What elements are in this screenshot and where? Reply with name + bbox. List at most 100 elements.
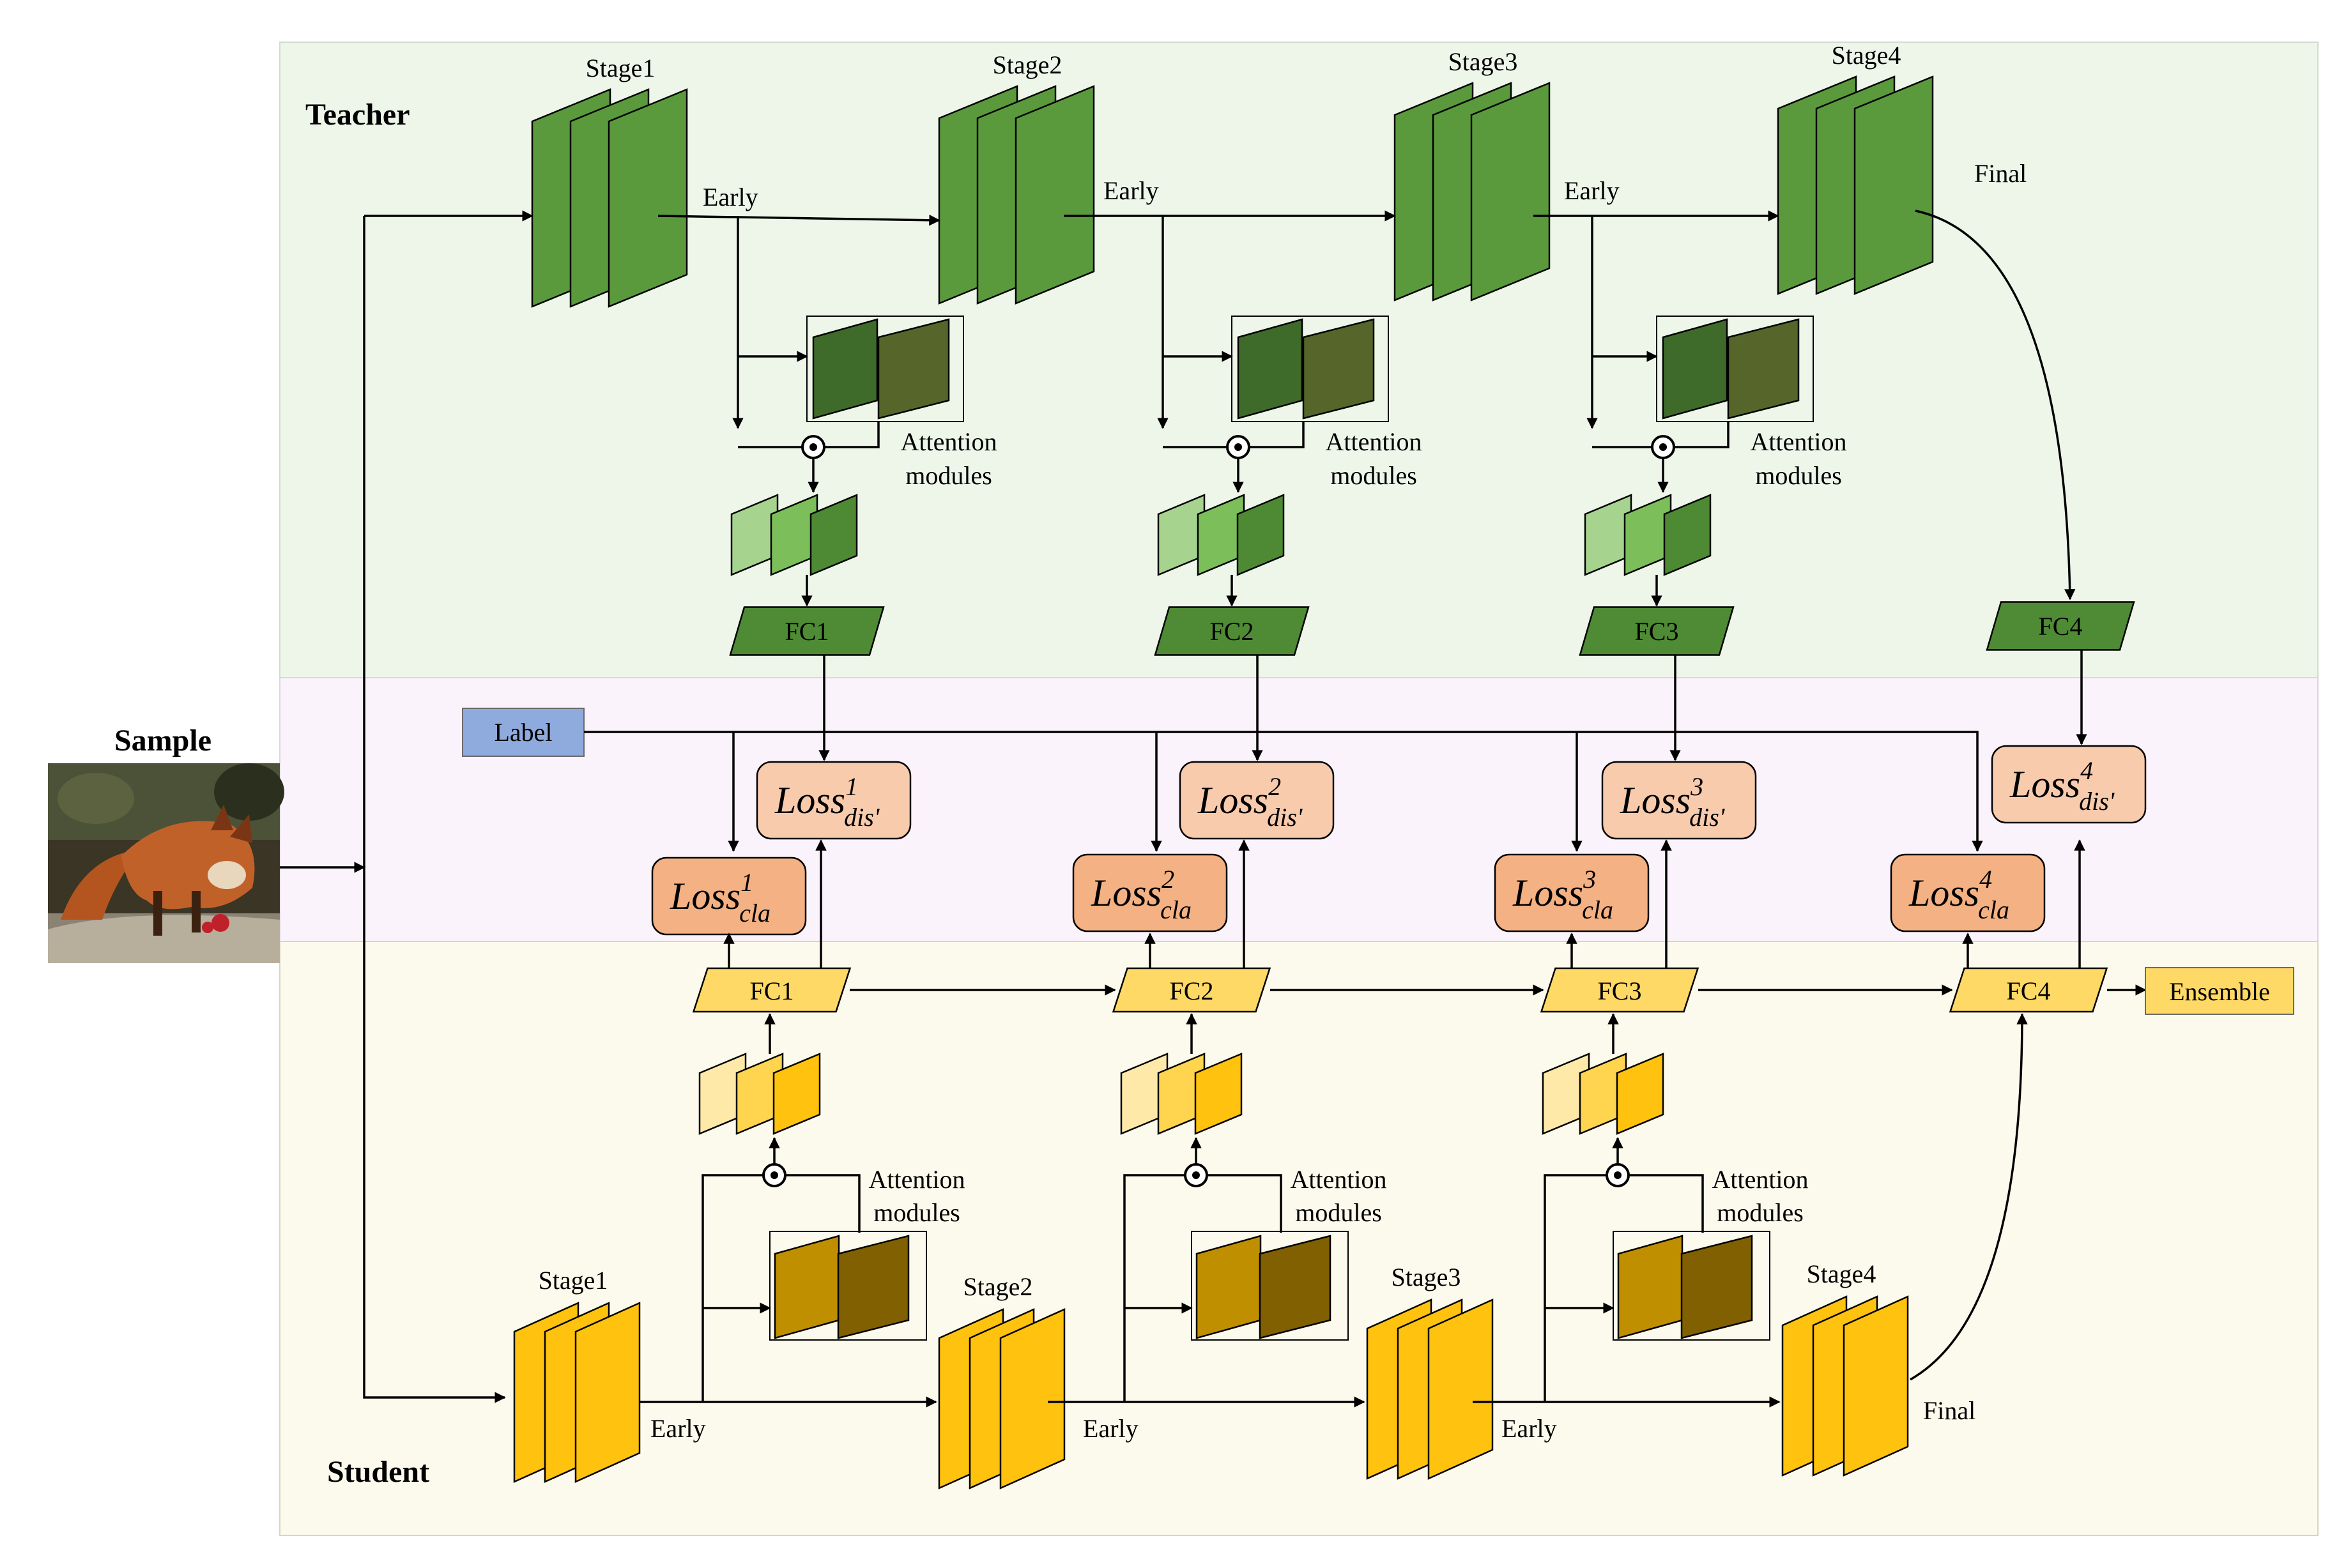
teacher-stage1-block [531, 88, 688, 308]
student-fc3-block [1540, 967, 1699, 1013]
teacher-multiply-icon-3 [1651, 435, 1675, 459]
teacher-att-map-a-3 [1662, 318, 1728, 420]
teacher-modules-label-2: modules [1330, 461, 1417, 490]
student-branch-up-1 [702, 1174, 763, 1402]
student-multiply-icon-3-dot [1614, 1171, 1622, 1179]
teacher-stage2-block-layer [1015, 85, 1095, 305]
student-modules-label-3: modules [1717, 1198, 1804, 1227]
teacher-multiply-icon-2 [1226, 435, 1250, 459]
teacher-feature-3-3 [1663, 494, 1712, 576]
teacher-att-frame-1 [806, 316, 964, 422]
student-stage3-block-layer [1427, 1298, 1494, 1480]
loss-dis-4-box [1991, 745, 2147, 824]
student-stage1-block [513, 1302, 641, 1483]
teacher-stage2-block [938, 85, 1095, 305]
loss-cla-3-box [1494, 853, 1650, 932]
teacher-feature-3-1 [809, 494, 858, 576]
student-att-to-mult-1 [786, 1174, 861, 1233]
teacher-feature-3-2 [1236, 494, 1285, 576]
student-stage2-block [938, 1308, 1066, 1489]
student-stage4-label: Stage4 [1807, 1260, 1876, 1288]
student-early-label-3: Early [1501, 1414, 1557, 1443]
teacher-att-map-b-2 [1302, 318, 1375, 420]
teacher-modules-label-1: modules [905, 461, 992, 490]
teacher-att-map-b-1 [877, 318, 950, 420]
teacher-early-label-2: Early [1103, 176, 1159, 205]
teacher-fc2-block [1154, 606, 1310, 656]
student-stage2-label: Stage2 [963, 1272, 1033, 1301]
teacher-modules-label-3: modules [1755, 461, 1842, 490]
student-stage2-block-layer [999, 1308, 1066, 1489]
student-fc4-label: FC4 [2007, 977, 2051, 1005]
student-fc2-block [1112, 967, 1271, 1013]
student-att-frame-1 [769, 1231, 927, 1341]
student-feature-3-1 [772, 1053, 821, 1135]
teacher-att-map-a-1 [812, 318, 878, 420]
teacher-attention-label-3: Attention [1750, 427, 1846, 456]
teacher-stage3-label: Stage3 [1448, 47, 1518, 76]
teacher-fc2-label: FC2 [1210, 617, 1254, 646]
teacher-att-map-b-3 [1727, 318, 1800, 420]
loss-dis-3-box [1601, 761, 1757, 840]
ensemble-box [2145, 967, 2294, 1015]
teacher-attention-label-1: Attention [900, 427, 997, 456]
teacher-multiply-icon-1-dot [809, 443, 817, 451]
teacher-att-to-mult-1 [825, 422, 880, 448]
teacher-early-label-1: Early [703, 183, 758, 211]
teacher-stage1-label: Stage1 [586, 54, 656, 82]
teacher-fc1-block [729, 606, 885, 656]
student-stage1-label: Stage1 [539, 1266, 608, 1295]
student-multiply-icon-3 [1606, 1163, 1630, 1187]
student-stage3-block [1366, 1298, 1494, 1480]
student-stage1-block-layer [574, 1302, 641, 1483]
teacher-stage3-block-layer [1470, 82, 1551, 301]
teacher-att-map-a-2 [1237, 318, 1303, 420]
teacher-attention-label-2: Attention [1325, 427, 1422, 456]
loss-dis-1-box [756, 761, 912, 840]
student-att-map-a-2 [1195, 1235, 1262, 1339]
student-title: Student [327, 1455, 429, 1489]
student-modules-label-1: modules [873, 1198, 960, 1227]
teacher-att-frame-2 [1231, 316, 1389, 422]
student-stage4-block-layer [1843, 1295, 1909, 1477]
teacher-stage4-label: Stage4 [1832, 41, 1901, 70]
teacher-final-to-fc4 [1915, 209, 2076, 600]
teacher-stage4-block-layer [1853, 75, 1934, 295]
student-stage3-label: Stage3 [1392, 1263, 1461, 1291]
teacher-fc1-label: FC1 [785, 617, 829, 646]
student-fc3-label: FC3 [1598, 977, 1642, 1005]
student-att-map-a-3 [1617, 1235, 1683, 1339]
teacher-fc4-block [1986, 601, 2135, 651]
teacher-multiply-icon-3-dot [1659, 443, 1667, 451]
student-input-line [363, 216, 506, 1403]
teacher-fc3-label: FC3 [1635, 617, 1679, 646]
student-final-to-fc4 [1910, 1013, 2028, 1381]
teacher-att-frame-3 [1656, 316, 1814, 422]
loss-dis-2-box [1179, 761, 1335, 840]
student-branch-up-3 [1544, 1174, 1606, 1402]
student-multiply-icon-2 [1184, 1163, 1208, 1187]
teacher-att-to-mult-3 [1675, 422, 1729, 448]
student-final-label: Final [1923, 1396, 1975, 1425]
teacher-fc4-label: FC4 [2039, 612, 2083, 641]
loss-cla-4-box [1890, 853, 2046, 932]
loss-cla-2-box [1072, 853, 1228, 932]
teacher-title: Teacher [305, 98, 410, 132]
student-att-to-mult-3 [1629, 1174, 1704, 1233]
student-multiply-icon-1 [762, 1163, 786, 1187]
student-modules-label-2: modules [1295, 1198, 1382, 1227]
student-att-map-b-3 [1680, 1235, 1753, 1339]
student-fc4-block [1949, 967, 2108, 1013]
